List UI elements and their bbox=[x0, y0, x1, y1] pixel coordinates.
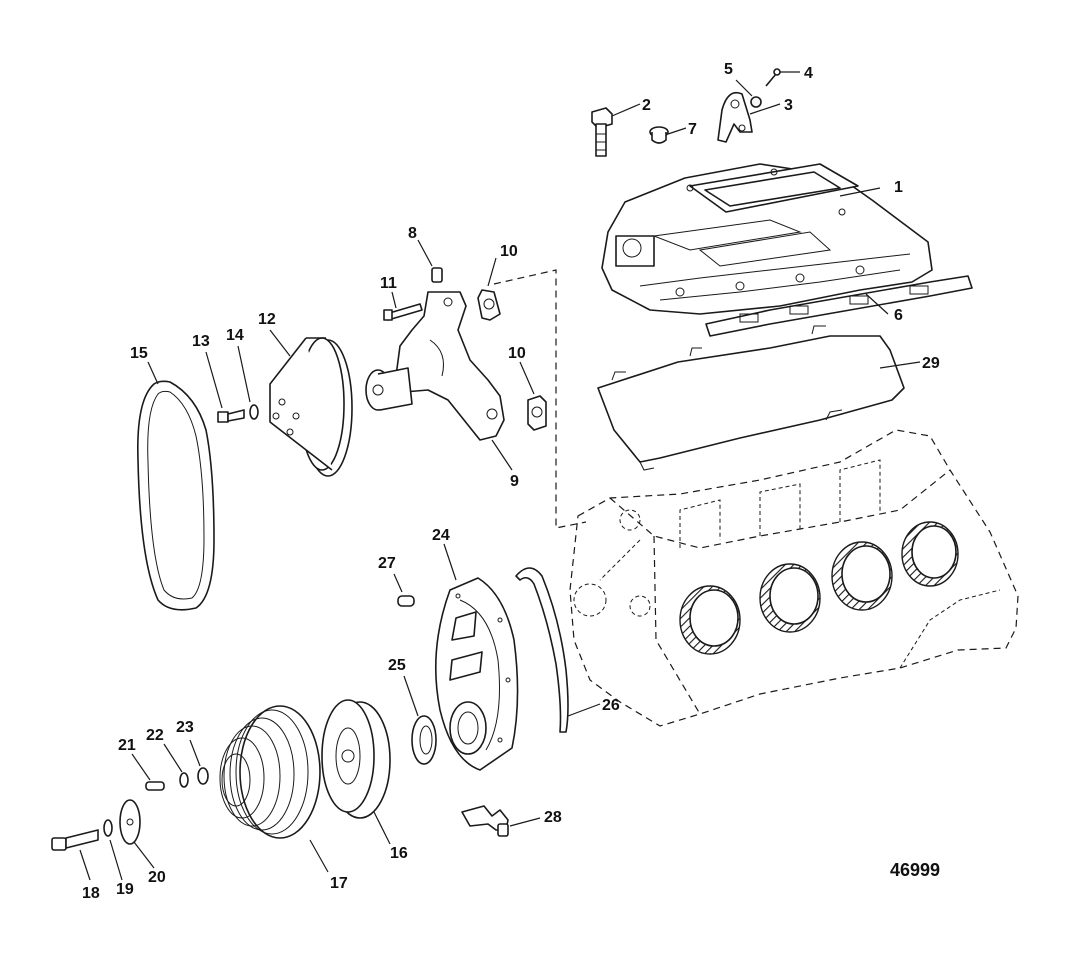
callout-16: 16 bbox=[390, 845, 408, 862]
callout-20: 20 bbox=[148, 869, 166, 886]
callout-labels: 1 2 3 4 5 6 7 8 9 10 10 11 12 13 14 15 1… bbox=[82, 61, 940, 902]
washer-part-14[interactable] bbox=[249, 404, 259, 420]
callout-11: 11 bbox=[380, 275, 397, 292]
callout-4: 4 bbox=[804, 65, 813, 82]
water-pump-gasket-part-10-lower[interactable] bbox=[527, 395, 547, 431]
callout-18: 18 bbox=[82, 885, 100, 902]
callout-28: 28 bbox=[544, 809, 562, 826]
bolt-part-13[interactable] bbox=[217, 409, 245, 423]
callout-12: 12 bbox=[258, 311, 276, 328]
callout-21: 21 bbox=[118, 737, 136, 754]
valley-shield-part-29[interactable] bbox=[597, 325, 905, 471]
screw-part-4[interactable] bbox=[765, 68, 781, 87]
callout-7: 7 bbox=[688, 121, 697, 138]
callout-5: 5 bbox=[724, 61, 733, 78]
callout-9: 9 bbox=[510, 473, 519, 490]
callout-6: 6 bbox=[894, 307, 903, 324]
cylinder-bore-2 bbox=[759, 563, 821, 633]
bolt-part-18[interactable] bbox=[51, 829, 99, 851]
callout-10-lower: 10 bbox=[508, 345, 526, 362]
callout-8: 8 bbox=[408, 225, 417, 242]
bolt-part-11[interactable] bbox=[383, 303, 423, 321]
figure-number: 46999 bbox=[890, 860, 940, 880]
dowel-pin-part-27[interactable] bbox=[397, 595, 415, 607]
callout-1: 1 bbox=[894, 179, 903, 196]
intake-manifold-part-1[interactable] bbox=[601, 163, 933, 315]
engine-block bbox=[569, 429, 1019, 727]
plug-part-7[interactable] bbox=[649, 126, 669, 144]
callout-22: 22 bbox=[146, 727, 164, 744]
bracket-part-28[interactable] bbox=[461, 805, 509, 837]
water-pump-part-9[interactable] bbox=[365, 291, 505, 441]
callout-3: 3 bbox=[784, 97, 793, 114]
bolt-part-21[interactable] bbox=[145, 781, 165, 791]
washer-part-23[interactable] bbox=[197, 767, 209, 785]
water-pump-gasket-part-10-upper[interactable] bbox=[477, 289, 501, 321]
dowel-part-8[interactable] bbox=[431, 267, 443, 283]
timing-cover-part-24[interactable] bbox=[434, 577, 519, 771]
cylinder-bore-4 bbox=[901, 521, 959, 587]
cylinder-bore-1 bbox=[679, 585, 741, 655]
pulley-part-12[interactable] bbox=[269, 337, 353, 477]
crank-pulley-part-17[interactable] bbox=[219, 705, 321, 839]
manifold-gasket-part-6[interactable] bbox=[705, 275, 973, 337]
nut-part-5[interactable] bbox=[750, 96, 762, 108]
callout-17: 17 bbox=[330, 875, 348, 892]
callout-27: 27 bbox=[378, 555, 396, 572]
washer-plate-part-20[interactable] bbox=[119, 799, 141, 845]
callout-19: 19 bbox=[116, 881, 134, 898]
washer-part-22[interactable] bbox=[179, 772, 189, 788]
callout-15: 15 bbox=[130, 345, 148, 362]
callout-10-upper: 10 bbox=[500, 243, 518, 260]
alignment-line-pump bbox=[493, 269, 587, 529]
drive-belt-part-15[interactable] bbox=[137, 380, 215, 611]
timing-cover-gasket-part-26[interactable] bbox=[515, 567, 569, 733]
callout-29: 29 bbox=[922, 355, 940, 372]
callout-24: 24 bbox=[432, 527, 450, 544]
callout-25: 25 bbox=[388, 657, 406, 674]
bracket-part-3[interactable] bbox=[717, 91, 753, 143]
bolt-part-2[interactable] bbox=[591, 107, 613, 157]
callout-14: 14 bbox=[226, 327, 244, 344]
oil-seal-part-25[interactable] bbox=[411, 715, 437, 765]
harmonic-balancer-part-16[interactable] bbox=[321, 699, 391, 819]
callout-23: 23 bbox=[176, 719, 194, 736]
callout-26: 26 bbox=[602, 697, 620, 714]
callout-13: 13 bbox=[192, 333, 210, 350]
leader-lines bbox=[79, 71, 921, 881]
washer-part-19[interactable] bbox=[103, 819, 113, 837]
callout-2: 2 bbox=[642, 97, 651, 114]
cylinder-bore-3 bbox=[831, 541, 893, 611]
